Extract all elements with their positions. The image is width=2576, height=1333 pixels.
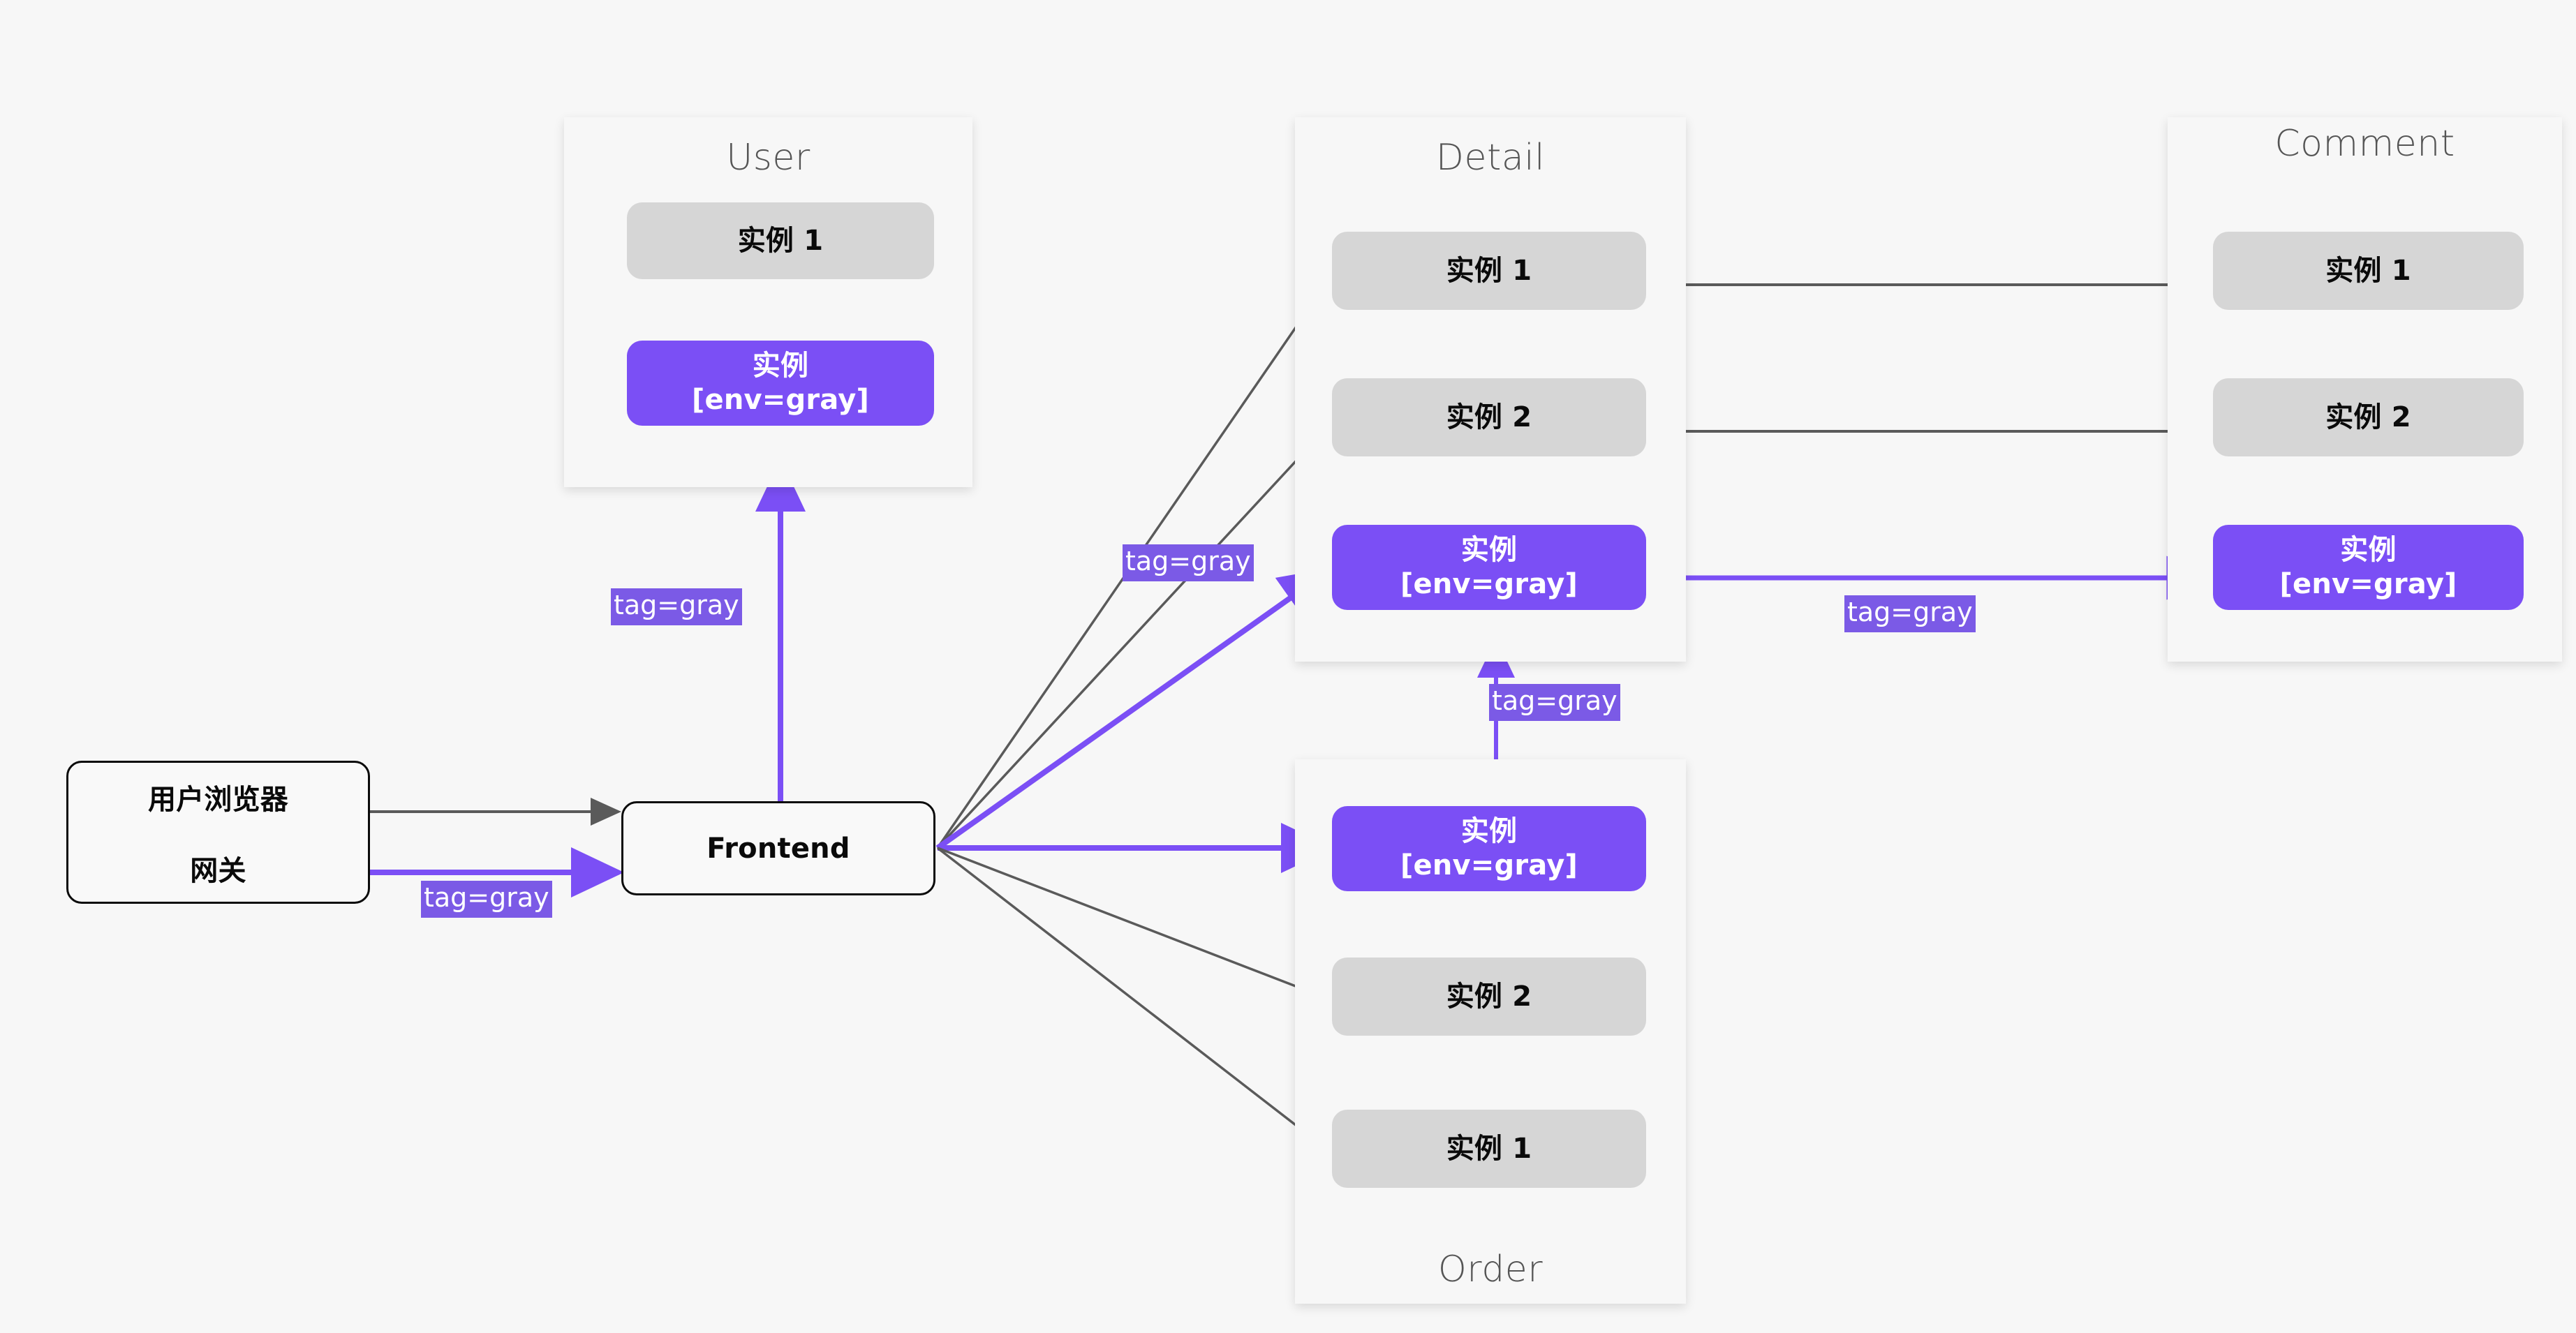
instance-order-gray[interactable]: 实例 [env=gray] — [1332, 806, 1646, 891]
group-user: User — [564, 117, 972, 487]
group-detail-title: Detail — [1435, 137, 1546, 179]
instance-comment-gray[interactable]: 实例 [env=gray] — [2213, 525, 2524, 610]
node-browser-line1: 用户浏览器 — [148, 783, 288, 816]
instance-order-2[interactable]: 实例 2 — [1332, 958, 1646, 1036]
edge-label-detail-comment: tag=gray — [1844, 595, 1976, 632]
edge-frontend-to-detail-2 — [936, 422, 1332, 849]
edge-label-order-detail: tag=gray — [1489, 684, 1620, 721]
instance-comment-2[interactable]: 实例 2 — [2213, 378, 2524, 456]
edge-frontend-to-detail-gray — [935, 567, 1333, 851]
node-user-browser-gateway[interactable]: 用户浏览器 网关 — [66, 761, 370, 904]
instance-user-gray[interactable]: 实例 [env=gray] — [627, 341, 934, 426]
instance-comment-1[interactable]: 实例 1 — [2213, 232, 2524, 310]
instance-user-1[interactable]: 实例 1 — [627, 202, 934, 279]
edge-label-browser-frontend: tag=gray — [421, 881, 552, 918]
instance-detail-2[interactable]: 实例 2 — [1332, 378, 1646, 456]
edge-frontend-to-order-1 — [936, 847, 1332, 1154]
node-frontend-label: Frontend — [706, 832, 850, 865]
edge-label-frontend-detail: tag=gray — [1123, 544, 1254, 581]
group-comment-title: Comment — [2274, 123, 2455, 165]
group-order-title: Order — [1437, 1248, 1544, 1290]
edge-frontend-to-order-2 — [937, 847, 1333, 1002]
instance-detail-1[interactable]: 实例 1 — [1332, 232, 1646, 310]
group-user-title: User — [726, 137, 810, 179]
edge-label-frontend-user: tag=gray — [611, 588, 742, 625]
instance-order-1[interactable]: 实例 1 — [1332, 1110, 1646, 1188]
node-frontend[interactable]: Frontend — [621, 801, 935, 895]
instance-detail-gray[interactable]: 实例 [env=gray] — [1332, 525, 1646, 610]
node-browser-line2: 网关 — [190, 854, 246, 887]
